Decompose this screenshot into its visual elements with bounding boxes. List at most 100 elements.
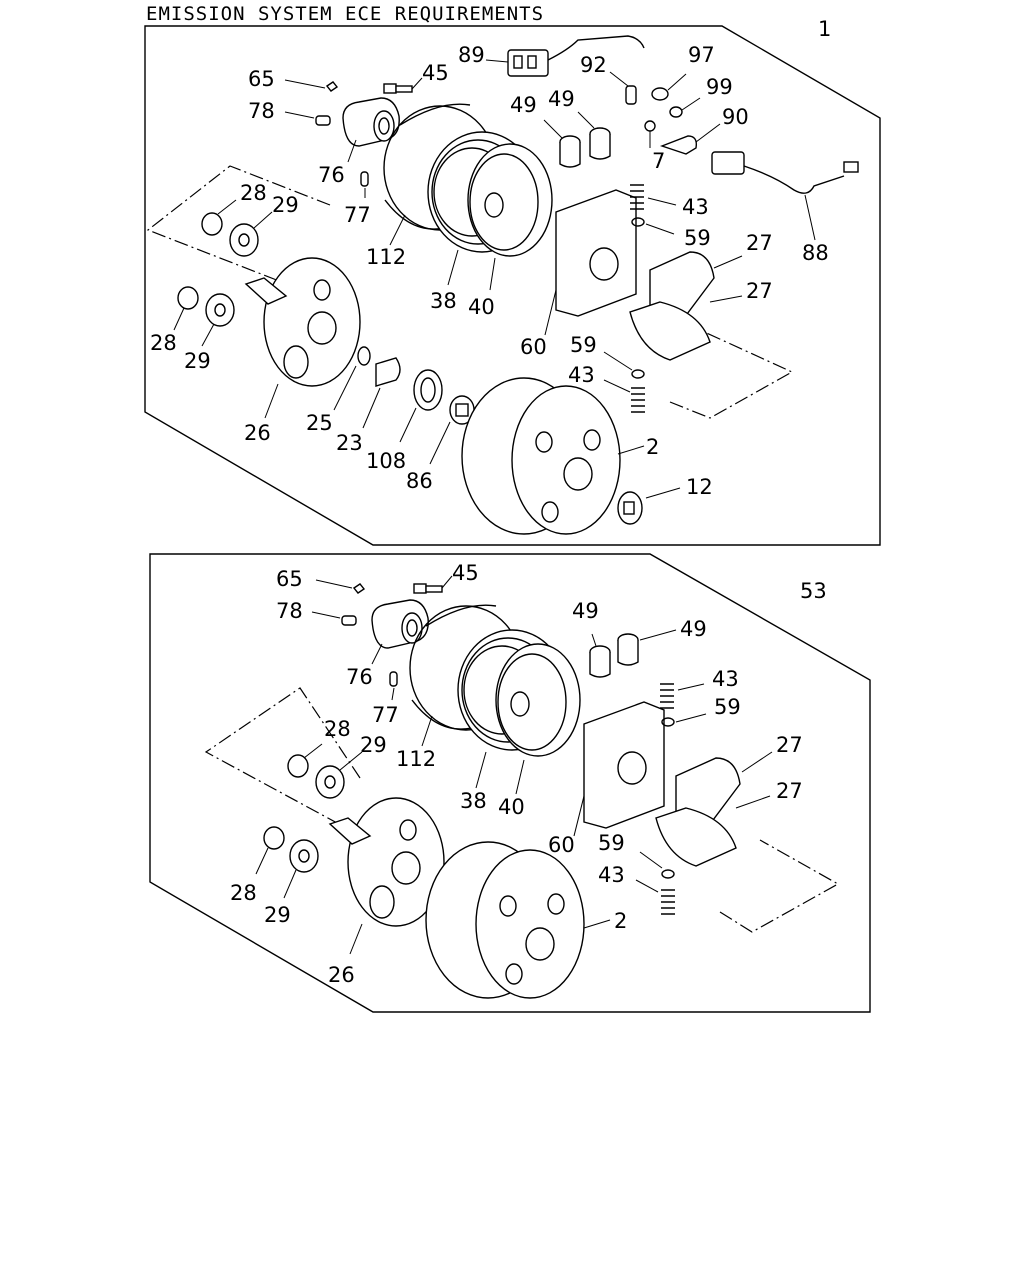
callout-26: 26 [244, 421, 271, 445]
part-92-switch [609, 71, 637, 105]
part-45-bolt [383, 77, 423, 94]
callout-38: 38 [430, 289, 457, 313]
part-26-flange-b [328, 797, 445, 955]
top-dashed-boundary-right [669, 329, 794, 419]
page-title: EMISSION SYSTEM ECE REQUIREMENTS [146, 3, 545, 25]
part-43-spring-lower [603, 379, 645, 413]
part-78-screw-b [311, 611, 357, 626]
part-59-washer-upper [631, 217, 675, 235]
part-43-spring-upper [630, 184, 677, 210]
callout-78-b: 78 [276, 599, 303, 623]
part-108-coil [399, 369, 443, 443]
callout-28b: 28 [150, 331, 177, 355]
callout-2-b: 2 [614, 909, 627, 933]
callout-38-b: 38 [460, 789, 487, 813]
part-12-plug [617, 487, 681, 525]
part-77-pin-b [389, 671, 398, 701]
part-23-sleeve [362, 357, 401, 429]
part-60-housing [544, 189, 637, 336]
part-28-bushing-upper-b [287, 743, 323, 778]
top-assembly-ref: 1 [818, 17, 831, 41]
callout-59b-b: 59 [598, 831, 625, 855]
callout-88: 88 [802, 241, 829, 265]
part-40-plate [467, 143, 553, 291]
callout-43a-b: 43 [712, 667, 739, 691]
callout-76-b: 76 [346, 665, 373, 689]
bottom-assembly-ref: 53 [800, 579, 827, 603]
callout-49a: 49 [510, 93, 537, 117]
part-49-roller-right [577, 111, 611, 160]
callout-28a: 28 [240, 181, 267, 205]
callout-43b-b: 43 [598, 863, 625, 887]
callout-97: 97 [688, 43, 715, 67]
part-76-collar [342, 97, 400, 163]
part-29-bushing-lower [201, 293, 235, 347]
callout-28a-b: 28 [324, 717, 351, 741]
callout-27b-b: 27 [776, 779, 803, 803]
part-2-drum-b [425, 841, 611, 999]
part-28-bushing-lower-b [255, 826, 285, 875]
part-43-spring-upper-b [660, 683, 705, 709]
callout-28b-b: 28 [230, 881, 257, 905]
bottom-dashed-boundary-left [204, 687, 361, 831]
callout-76: 76 [318, 163, 345, 187]
callout-43b: 43 [568, 363, 595, 387]
part-77-pin [360, 171, 369, 198]
part-40-plate-b [495, 643, 581, 795]
callout-49a-b: 49 [572, 599, 599, 623]
bottom-dashed-boundary-right [719, 839, 840, 933]
part-43-spring-lower-b [635, 879, 675, 915]
callout-29b-b: 29 [264, 903, 291, 927]
part-49-roller-left [543, 119, 581, 168]
part-49-roller-left-b [589, 633, 611, 678]
bottom-assembly-panel: 53 65 45 78 49 49 76 43 77 59 28 29 27 1… [149, 553, 871, 1013]
callout-7: 7 [652, 149, 665, 173]
callout-65: 65 [248, 67, 275, 91]
callout-59b: 59 [570, 333, 597, 357]
part-29-bushing-upper [229, 211, 273, 257]
part-59-washer-upper-b [661, 713, 707, 727]
callout-40-b: 40 [498, 795, 525, 819]
part-29-bushing-upper-b [315, 751, 363, 799]
callout-49b: 49 [548, 87, 575, 111]
callout-25: 25 [306, 411, 333, 435]
part-2-drum [461, 377, 645, 535]
part-7-seal [644, 120, 656, 148]
callout-27a-b: 27 [776, 733, 803, 757]
callout-23: 23 [336, 431, 363, 455]
top-dashed-boundary-left [146, 165, 331, 301]
callout-60: 60 [520, 335, 547, 359]
part-59-washer-lower [603, 351, 645, 379]
callout-29a: 29 [272, 193, 299, 217]
callout-99: 99 [706, 75, 733, 99]
part-99-washer [669, 97, 701, 118]
part-97-nut [651, 73, 687, 101]
callout-86: 86 [406, 469, 433, 493]
callout-59a: 59 [684, 226, 711, 250]
part-28-bushing-upper [201, 199, 237, 236]
callout-112-b: 112 [396, 747, 436, 771]
bottom-panel-frame [149, 553, 871, 1013]
callout-90: 90 [722, 105, 749, 129]
callout-40: 40 [468, 295, 495, 319]
callout-27a: 27 [746, 231, 773, 255]
part-28-bushing-lower [173, 286, 199, 331]
part-60-housing-b [573, 701, 665, 837]
callout-26-b: 26 [328, 963, 355, 987]
callout-43a: 43 [682, 195, 709, 219]
callout-89: 89 [458, 43, 485, 67]
part-89-connector [485, 35, 645, 77]
part-25-clip [333, 346, 371, 411]
part-29-bushing-lower-b [283, 839, 319, 899]
part-59-washer-lower-b [639, 851, 675, 879]
part-26-flange [244, 257, 361, 419]
part-65-pin [284, 79, 339, 92]
callout-27b: 27 [746, 279, 773, 303]
top-panel-frame [144, 25, 881, 546]
callout-59a-b: 59 [714, 695, 741, 719]
callout-45: 45 [422, 61, 449, 85]
top-assembly-panel: 1 65 45 89 92 97 99 78 90 49 49 7 76 77 … [144, 17, 881, 546]
callout-29a-b: 29 [360, 733, 387, 757]
